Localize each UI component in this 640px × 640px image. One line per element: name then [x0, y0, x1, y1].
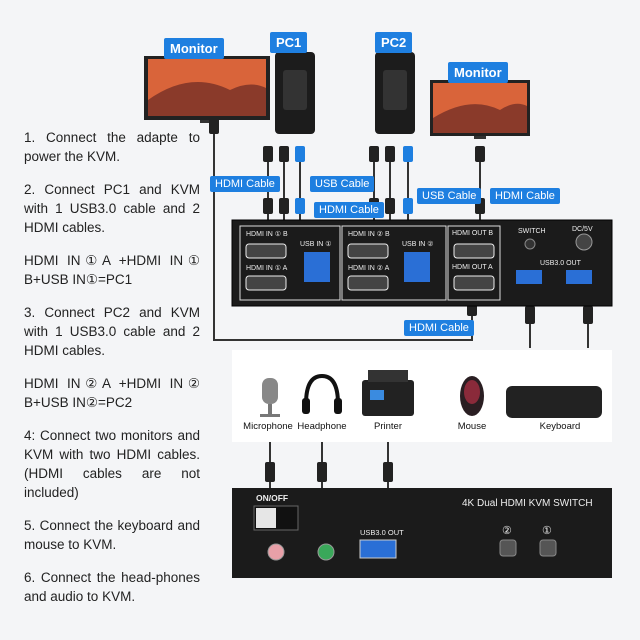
microphone-label: Microphone — [243, 421, 293, 432]
button-1-label: ① — [542, 525, 552, 537]
microphone-image — [260, 378, 280, 417]
pc2-label: PC2 — [375, 32, 413, 53]
port-label: HDMI IN ① A — [246, 265, 288, 272]
mouse-image — [460, 376, 484, 416]
port-label: USB IN ① — [300, 241, 332, 248]
monitor-right-image — [430, 80, 530, 139]
keyboard-image — [506, 386, 602, 418]
keyboard-label: Keyboard — [539, 421, 581, 432]
step-text: 1. Connect the adapte to power the KVM. — [24, 130, 200, 164]
step-text: 3. Connect PC2 and KVM with 1 USB3.0 cab… — [24, 305, 200, 358]
kvm-front-panel — [232, 488, 612, 578]
usb-cable-label: USB Cable — [417, 188, 482, 204]
port-label: HDMI IN ② A — [348, 265, 390, 272]
port-label: HDMI IN ① B — [246, 231, 288, 238]
printer-image — [362, 370, 414, 416]
pc1-image — [275, 52, 315, 134]
port-label: HDMI IN ② B — [348, 231, 390, 238]
step-text: 6. Connect the head-phones and audio to … — [24, 570, 200, 604]
step-text: 2. Connect PC1 and KVM with 1 USB3.0 cab… — [24, 182, 200, 235]
usb-out-label: USB3.0 OUT — [360, 528, 404, 537]
monitor-left-label: Monitor — [164, 38, 224, 59]
port-label: DC/5V — [572, 226, 593, 233]
step-text: HDMI IN②A +HDMI IN② B+USB IN②=PC2 — [24, 376, 200, 410]
monitor-left-image — [144, 56, 270, 123]
hdmi-cable-label: HDMI Cable — [490, 188, 560, 204]
port-label: HDMI OUT B — [452, 230, 494, 237]
button-2-label: ② — [502, 525, 512, 537]
hdmi-cable-label: HDMI Cable — [404, 320, 474, 336]
hdmi-cable-label: HDMI Cable — [210, 176, 280, 192]
port-label: USB3.0 OUT — [540, 260, 581, 267]
onoff-label: ON/OFF — [256, 493, 289, 503]
step-text: 4: Connect two monitors and KVM with two… — [24, 428, 200, 500]
mouse-label: Mouse — [457, 421, 487, 432]
hdmi-cable-label: HDMI Cable — [314, 202, 384, 218]
pc2-image — [375, 52, 415, 134]
headphone-label: Headphone — [297, 421, 347, 432]
port-label: HDMI OUT A — [452, 264, 493, 271]
port-label: USB IN ② — [402, 241, 434, 248]
step-text: 5. Connect the keyboard and mouse to KVM… — [24, 518, 200, 552]
step-text: HDMI IN①A +HDMI IN① B+USB IN①=PC1 — [24, 253, 200, 287]
kvm-title: 4K Dual HDMI KVM SWITCH — [462, 498, 593, 509]
kvm-back-panel — [231, 219, 613, 307]
headphone-image — [302, 373, 342, 414]
monitor-right-label: Monitor — [448, 62, 508, 83]
instructions: 1. Connect the adapte to power the KVM. … — [24, 128, 200, 620]
usb-cable-label: USB Cable — [310, 176, 375, 192]
pc1-label: PC1 — [270, 32, 308, 53]
printer-label: Printer — [374, 421, 402, 432]
port-label: SWITCH — [518, 228, 546, 235]
